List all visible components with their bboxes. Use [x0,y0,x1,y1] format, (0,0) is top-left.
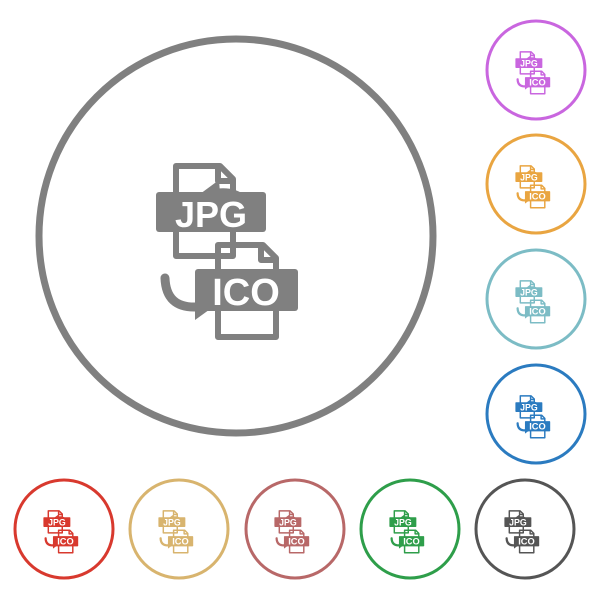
variant-ico-label: ICO [529,307,546,317]
variant-icon-tan: JPG ICO [128,478,230,580]
variant-jpg-label: JPG [520,288,538,298]
variant-ring [13,478,115,580]
variant-ico-label: ICO [57,537,74,547]
variant-icon-dark-gray: JPG ICO [474,478,576,580]
variant-jpg-label: JPG [509,518,527,528]
variant-ring [485,19,587,121]
variant-ico-label: ICO [529,78,546,88]
variant-icon-rose: JPG ICO [244,478,346,580]
jpg-label: JPG [175,194,247,235]
variant-ring [244,478,346,580]
main-ring [35,35,437,437]
ico-label: ICO [212,272,280,314]
variant-ico-label: ICO [172,537,189,547]
variant-ring [128,478,230,580]
variant-ico-label: ICO [529,422,546,432]
variant-icon-green: JPG ICO [359,478,461,580]
variant-icon-blue: JPG ICO [485,363,587,465]
variant-ico-label: ICO [518,537,535,547]
variant-ring [485,363,587,465]
variant-jpg-label: JPG [520,59,538,69]
variant-ico-label: ICO [288,537,305,547]
variant-ring [359,478,461,580]
variant-icon-teal: JPG ICO [485,248,587,350]
variant-jpg-label: JPG [48,518,66,528]
variant-ring [474,478,576,580]
variant-ring [485,133,587,235]
variant-jpg-label: JPG [279,518,297,528]
jpg-ico-convert-icon: JPG ICO [35,35,437,437]
variant-jpg-label: JPG [520,173,538,183]
variant-ico-label: ICO [529,192,546,202]
variant-jpg-label: JPG [520,403,538,413]
variant-icon-violet: JPG ICO [485,19,587,121]
variant-ring [485,248,587,350]
variant-jpg-label: JPG [163,518,181,528]
variant-jpg-label: JPG [394,518,412,528]
color-variants: JPG ICO JPG ICO JPG ICO JPG ICO JPG ICO JPG ICO JPG I… [13,19,587,580]
variant-icon-orange: JPG ICO [485,133,587,235]
variant-ico-label: ICO [403,537,420,547]
variant-icon-red: JPG ICO [13,478,115,580]
